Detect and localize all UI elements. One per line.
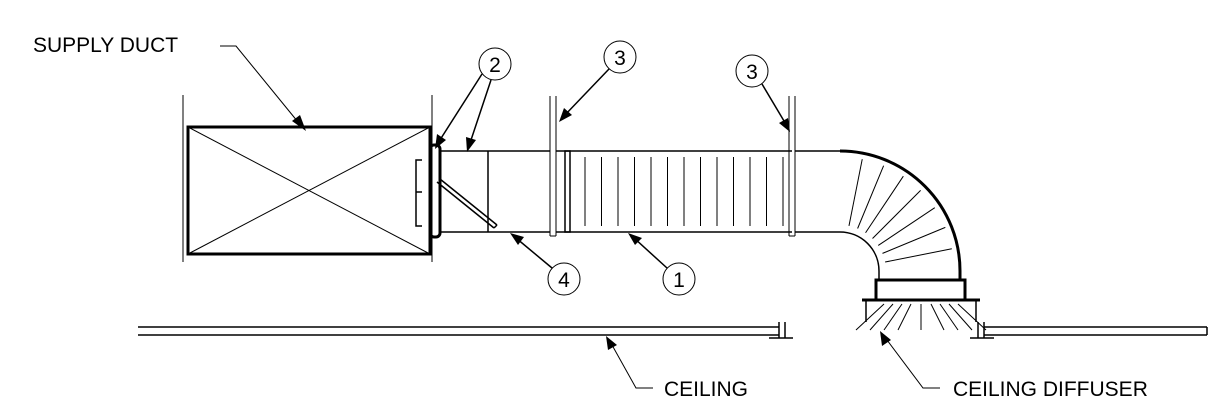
- supply-duct-leader: [220, 45, 306, 131]
- hanger-right: [788, 96, 796, 237]
- ceiling-diffuser-label: CEILING DIFFUSER: [953, 378, 1148, 401]
- diffuser-louvers: [855, 303, 987, 331]
- callout-2: 2: [435, 47, 512, 152]
- supply-duct: [182, 95, 433, 262]
- flex-elbow: [795, 149, 962, 280]
- callout-3-right: 3: [735, 54, 790, 132]
- svg-text:2: 2: [489, 54, 501, 77]
- svg-text:1: 1: [673, 269, 685, 292]
- ceiling-diffuser: [855, 278, 987, 331]
- drawing-line: [865, 175, 904, 234]
- svg-text:3: 3: [614, 47, 626, 70]
- svg-text:3: 3: [746, 61, 758, 84]
- ceiling-leader: [606, 336, 653, 389]
- drawing-line: [857, 165, 885, 229]
- ceiling-label: CEILING: [664, 378, 748, 401]
- drawing-line: [930, 303, 945, 331]
- damper-section: [436, 150, 550, 233]
- svg-text:4: 4: [558, 269, 570, 292]
- drawing-line: [848, 159, 863, 226]
- ceiling-diffuser-leader: [880, 331, 940, 389]
- flexible-duct: [556, 150, 792, 233]
- hanger-left: [549, 96, 557, 237]
- callout-4: 4: [510, 233, 581, 296]
- elbow-ribs: [848, 159, 952, 263]
- drawing-line: [869, 303, 894, 331]
- start-collar: [415, 143, 442, 239]
- drawing-line: [885, 248, 952, 263]
- supply-duct-label: SUPPLY DUCT: [33, 34, 178, 57]
- drawing-line: [872, 190, 921, 239]
- drawing-line: [882, 226, 946, 254]
- drawing-line: [877, 207, 936, 246]
- callout-1: 1: [628, 233, 696, 296]
- callout-3-left: 3: [559, 40, 637, 122]
- drawing-line: [939, 303, 959, 331]
- drawing-line: [897, 303, 912, 331]
- flex-duct-ribs: [584, 157, 784, 226]
- ceiling: [138, 322, 1208, 339]
- drawing-line: [957, 303, 987, 331]
- drawing-line: [855, 303, 885, 331]
- drawing-line: [883, 303, 903, 331]
- drawing-line: [948, 303, 973, 331]
